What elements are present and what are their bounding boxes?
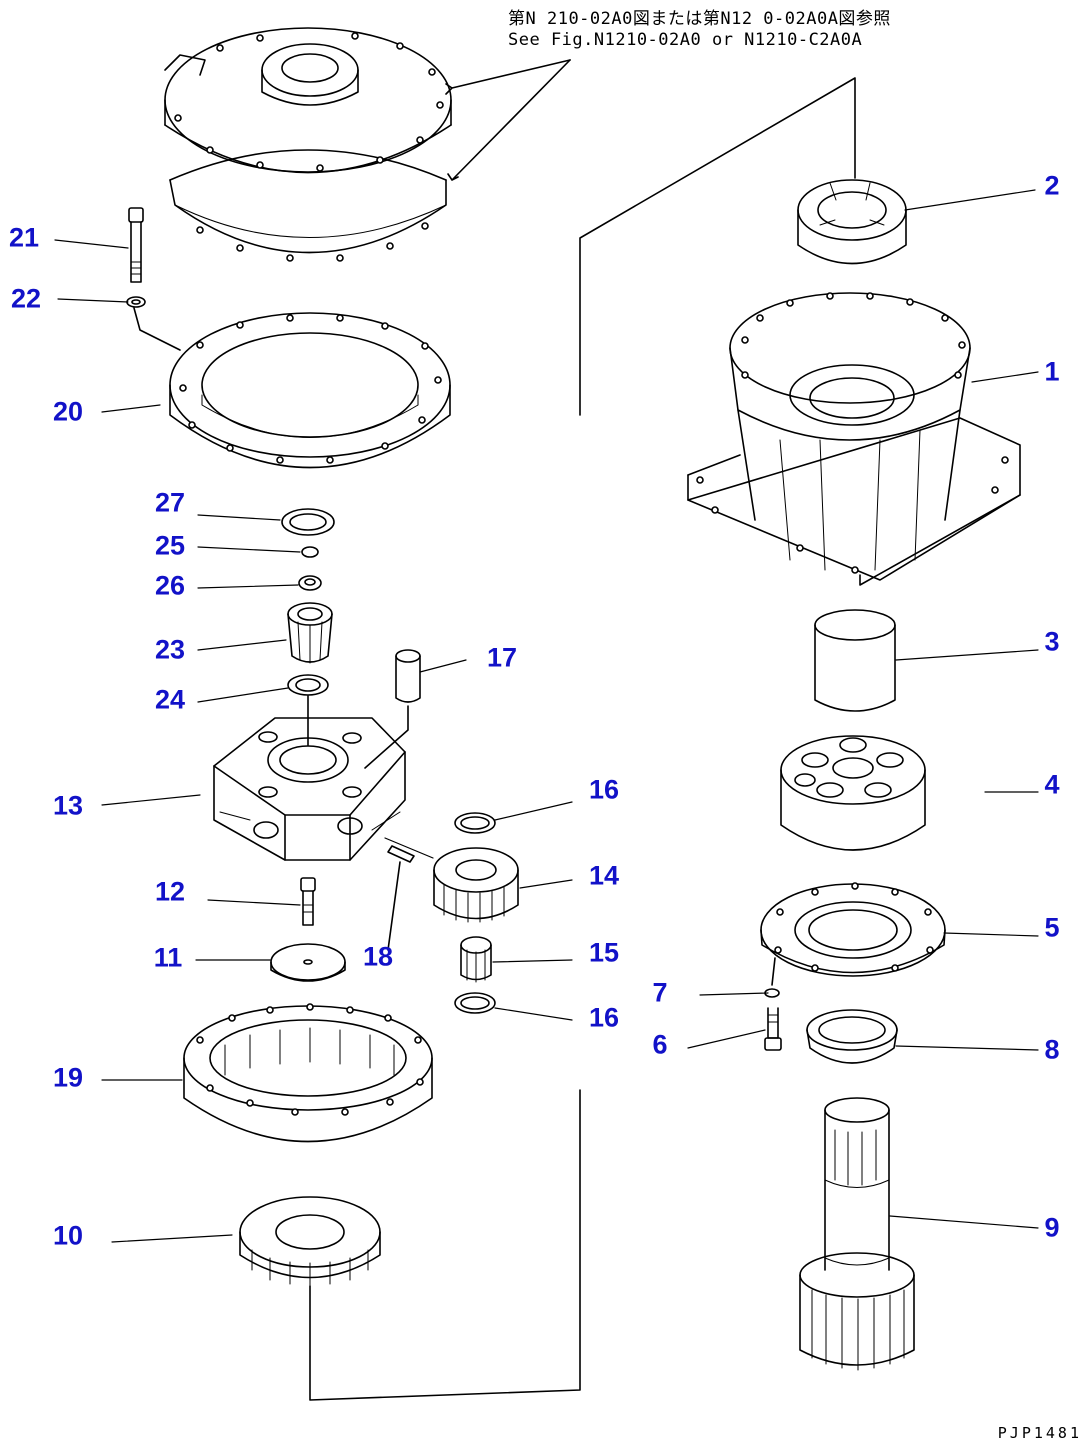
callout-7: 7	[652, 977, 668, 1008]
washer-22	[126, 296, 181, 351]
callout-22: 22	[10, 283, 42, 314]
callout-3: 3	[1044, 626, 1060, 657]
housing-1	[687, 292, 1021, 586]
bolt-6	[764, 1007, 782, 1051]
callout-10: 10	[52, 1220, 84, 1251]
callout-20: 20	[52, 396, 84, 427]
reference-note-english: See Fig.N1210-02A0 or N1210-C2A0A	[508, 30, 863, 50]
callout-19: 19	[52, 1062, 84, 1093]
bolt-21	[128, 207, 144, 283]
washer-24	[287, 674, 329, 746]
callout-17: 17	[486, 642, 518, 673]
callout-5: 5	[1044, 912, 1060, 943]
planet-gear-14	[384, 837, 519, 923]
callout-2: 2	[1044, 170, 1060, 201]
bolt-12	[300, 877, 316, 926]
pin-18	[387, 845, 415, 951]
leader-lines	[54, 189, 1039, 1243]
callout-15: 15	[588, 937, 620, 968]
seal-8	[806, 1009, 898, 1064]
cover-5	[760, 882, 946, 986]
gear-23	[287, 602, 333, 664]
bearing-2	[797, 179, 907, 265]
thrust-washer-16-lower	[454, 992, 496, 1014]
thrust-washer-16-upper	[454, 812, 496, 834]
callout-24: 24	[154, 684, 186, 715]
needle-bearing-15	[460, 936, 492, 983]
callout-9: 9	[1044, 1212, 1060, 1243]
callout-16-upper: 16	[588, 774, 620, 805]
leader-assembly-line-1	[579, 77, 856, 416]
ring-gear-19	[183, 1003, 433, 1143]
callout-1: 1	[1044, 356, 1060, 387]
reference-note-japanese: 第N 210-02A0図または第N12 0-02A0A図参照	[508, 9, 891, 29]
callout-14: 14	[588, 860, 620, 891]
bushing-3	[814, 609, 896, 712]
pin-17	[364, 649, 421, 769]
callout-6: 6	[652, 1029, 668, 1060]
thrust-plate-11	[270, 943, 346, 982]
top-housing-reference	[164, 27, 571, 262]
callout-27: 27	[154, 487, 186, 518]
callout-13: 13	[52, 790, 84, 821]
sun-gear-10	[239, 1089, 581, 1401]
callout-12: 12	[154, 876, 186, 907]
carrier-13	[213, 717, 406, 861]
planet-carrier-4	[780, 735, 926, 851]
callout-25: 25	[154, 530, 186, 561]
washer-26	[298, 575, 322, 591]
callout-23: 23	[154, 634, 186, 665]
callout-21: 21	[8, 222, 40, 253]
snap-ring-25	[301, 546, 319, 558]
callout-8: 8	[1044, 1034, 1060, 1065]
figure-code: PJP1481	[997, 1424, 1082, 1442]
ring-27	[281, 508, 335, 536]
callout-16-lower: 16	[588, 1002, 620, 1033]
shaft-9	[799, 1097, 915, 1371]
callout-11: 11	[153, 942, 183, 973]
callout-18: 18	[362, 941, 394, 972]
callout-4: 4	[1044, 769, 1060, 800]
callout-26: 26	[154, 570, 186, 601]
ring-gear-20	[169, 312, 451, 469]
